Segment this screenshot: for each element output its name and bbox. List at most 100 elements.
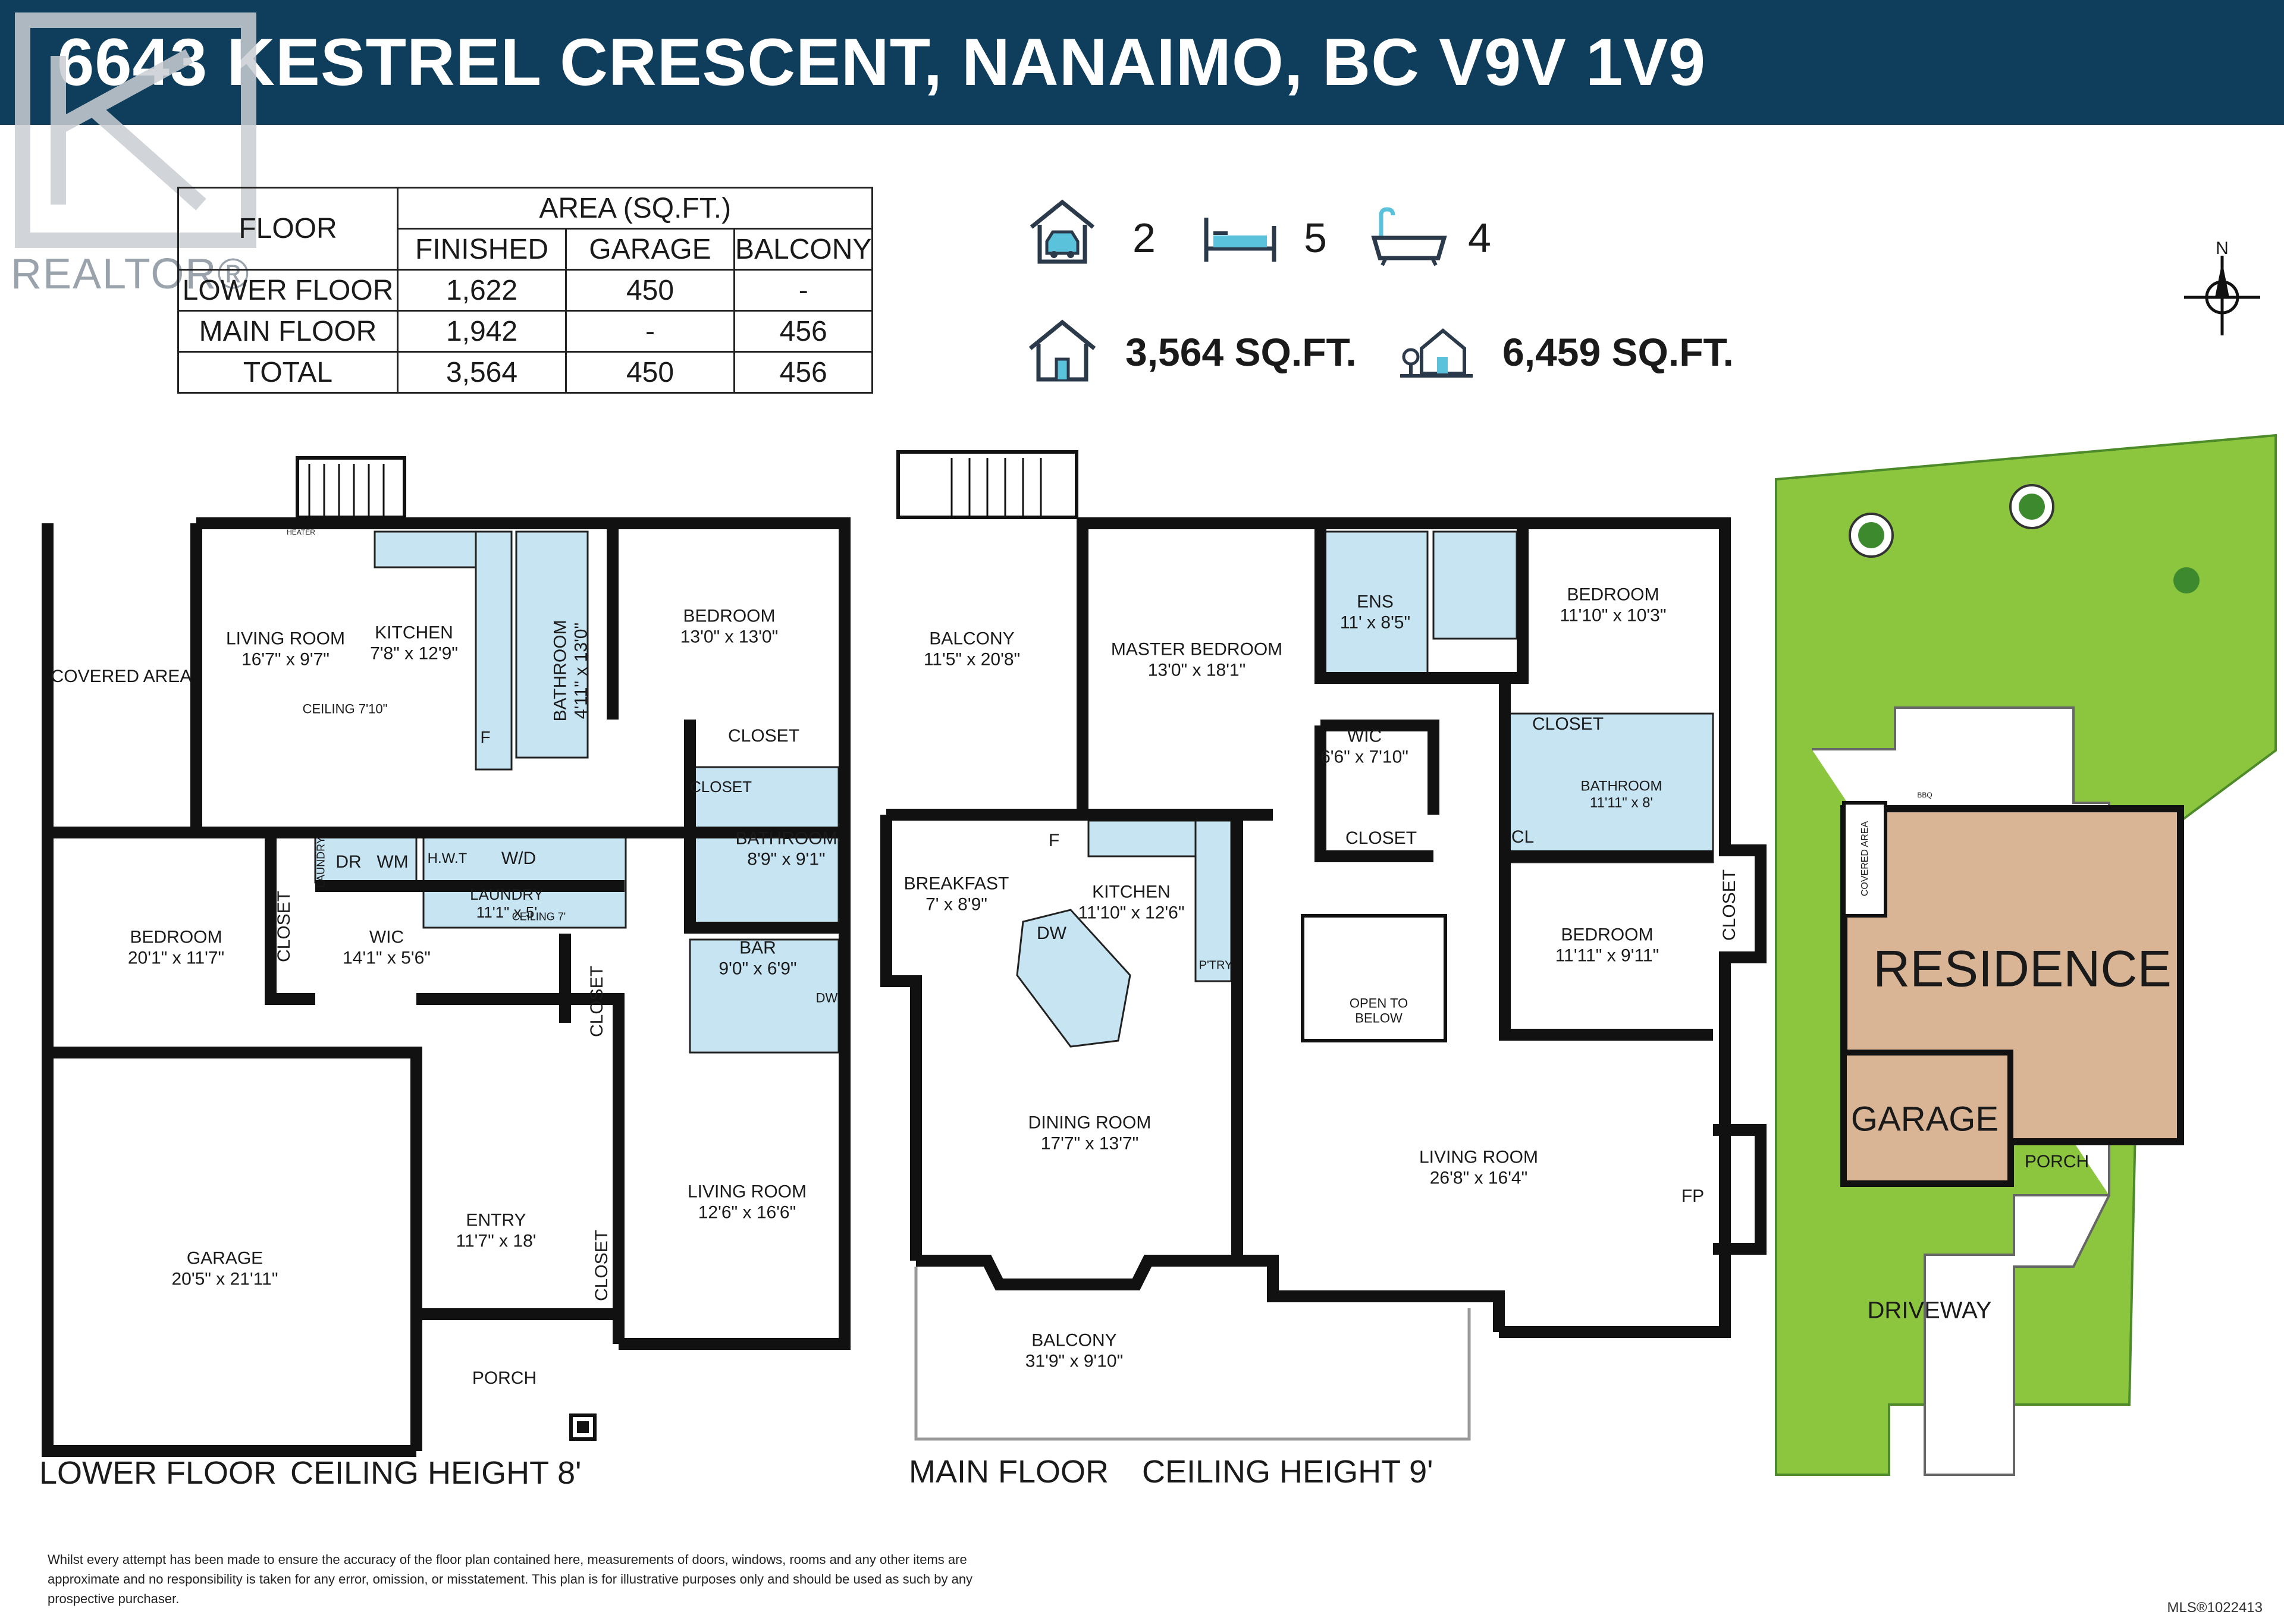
page-title: 6643 KESTREL CRESCENT, NANAIMO, BC V9V 1… (57, 25, 1706, 99)
room-label: COVERED AREA (51, 666, 192, 686)
table-cell: 456 (733, 310, 874, 353)
main-floor-plan (880, 450, 1767, 1441)
table-cell: 450 (565, 269, 735, 312)
table-cell: 450 (565, 351, 735, 394)
table-row: TOTAL 3,564 450 456 (177, 351, 874, 394)
table-cell: 456 (733, 351, 874, 394)
lower-floor-caption: LOWER FLOOR (39, 1455, 277, 1491)
room-label: CLOSET (1345, 828, 1417, 848)
site-covered-label: COVERED AREA (1860, 821, 1870, 897)
table-row: MAIN FLOOR 1,942 - 456 (177, 310, 874, 353)
title-banner: 6643 KESTREL CRESCENT, NANAIMO, BC V9V 1… (0, 0, 2284, 125)
home-area: 3,564 SQ.FT. (1125, 330, 1357, 374)
disclaimer: Whilst every attempt has been made to en… (48, 1552, 973, 1606)
fridge-label: F (480, 727, 491, 746)
site-porch-label: PORCH (2024, 1152, 2090, 1171)
compass-north: N (2216, 238, 2229, 258)
mls-number: MLS®1022413 (2167, 1600, 2263, 1616)
dishwasher-label: DW (815, 990, 838, 1006)
closet-label: CLOSET (591, 1229, 611, 1302)
bbq-label: BBQ (1917, 791, 1932, 799)
laundry-closet-label: LAUNDRY (315, 837, 327, 888)
table-row: LOWER FLOOR 1,622 450 - (177, 269, 874, 312)
residence-label: RESIDENCE (1873, 940, 2172, 998)
table-cell: MAIN FLOOR (177, 310, 399, 353)
lot-icon (1400, 328, 1473, 378)
table-cell: - (733, 269, 874, 312)
dishwasher-label: DW (1037, 923, 1066, 943)
table-cell: - (565, 310, 735, 353)
table-header-area: AREA (SQ.FT.) (396, 187, 874, 230)
ceiling-laundry-note: CEILING 7' (512, 910, 566, 923)
heater-label: HEATER (287, 528, 315, 537)
washer-dryer-label: W/D (501, 848, 537, 868)
room-label: PORCH (472, 1368, 537, 1388)
main-floor-ceiling: CEILING HEIGHT 9' (1142, 1454, 1433, 1490)
compass-icon (2184, 256, 2260, 335)
area-table: FLOOR AREA (SQ.FT.) FINISHED GARAGE BALC… (177, 187, 874, 394)
site-garage-label: GARAGE (1850, 1100, 1999, 1139)
lot-area: 6,459 SQ.FT. (1502, 330, 1734, 374)
table-cell: TOTAL (177, 351, 399, 394)
room-label: CLOSET (727, 725, 800, 746)
garage-count: 2 (1132, 215, 1156, 261)
closet-label: CLOSET (586, 965, 607, 1038)
table-header-floor: FLOOR (177, 187, 399, 271)
table-subheader: BALCONY (733, 228, 874, 271)
site-plan (1775, 434, 2277, 1476)
driveway-label: DRIVEWAY (1867, 1297, 1992, 1324)
room-label: CLOSET (1532, 714, 1604, 734)
bed-icon (1204, 218, 1276, 262)
fireplace-label: FP (1681, 1186, 1705, 1206)
bath-count: 4 (1468, 215, 1491, 261)
open-to-below-label: OPEN TO BELOW (1349, 995, 1408, 1026)
closet-label: CLOSET (274, 890, 294, 963)
water-heater-label: H.W.T (427, 850, 468, 867)
table-cell: 1,622 (397, 269, 567, 312)
bed-count: 5 (1304, 215, 1327, 261)
dryer-label: DR (335, 852, 362, 872)
fridge-label: F (1048, 830, 1060, 850)
main-floor-caption: MAIN FLOOR (909, 1454, 1109, 1490)
house-icon (1028, 319, 1096, 382)
table-cell: 3,564 (397, 351, 567, 394)
table-subheader: FINISHED (397, 228, 567, 271)
table-cell: 1,942 (397, 310, 567, 353)
closet-label: CLOSET (1719, 869, 1739, 941)
table-subheader: GARAGE (565, 228, 735, 271)
room-label: CLOSET (689, 778, 752, 796)
table-cell: LOWER FLOOR (177, 269, 399, 312)
lower-floor-plan (42, 456, 851, 1457)
garage-icon (1030, 199, 1095, 264)
lower-floor-ceiling: CEILING HEIGHT 8' (290, 1455, 582, 1491)
washer-label: WM (377, 852, 409, 872)
closet-label: CL (1511, 827, 1535, 847)
pantry-label: P'TRY (1199, 959, 1233, 972)
bath-icon (1371, 207, 1447, 266)
